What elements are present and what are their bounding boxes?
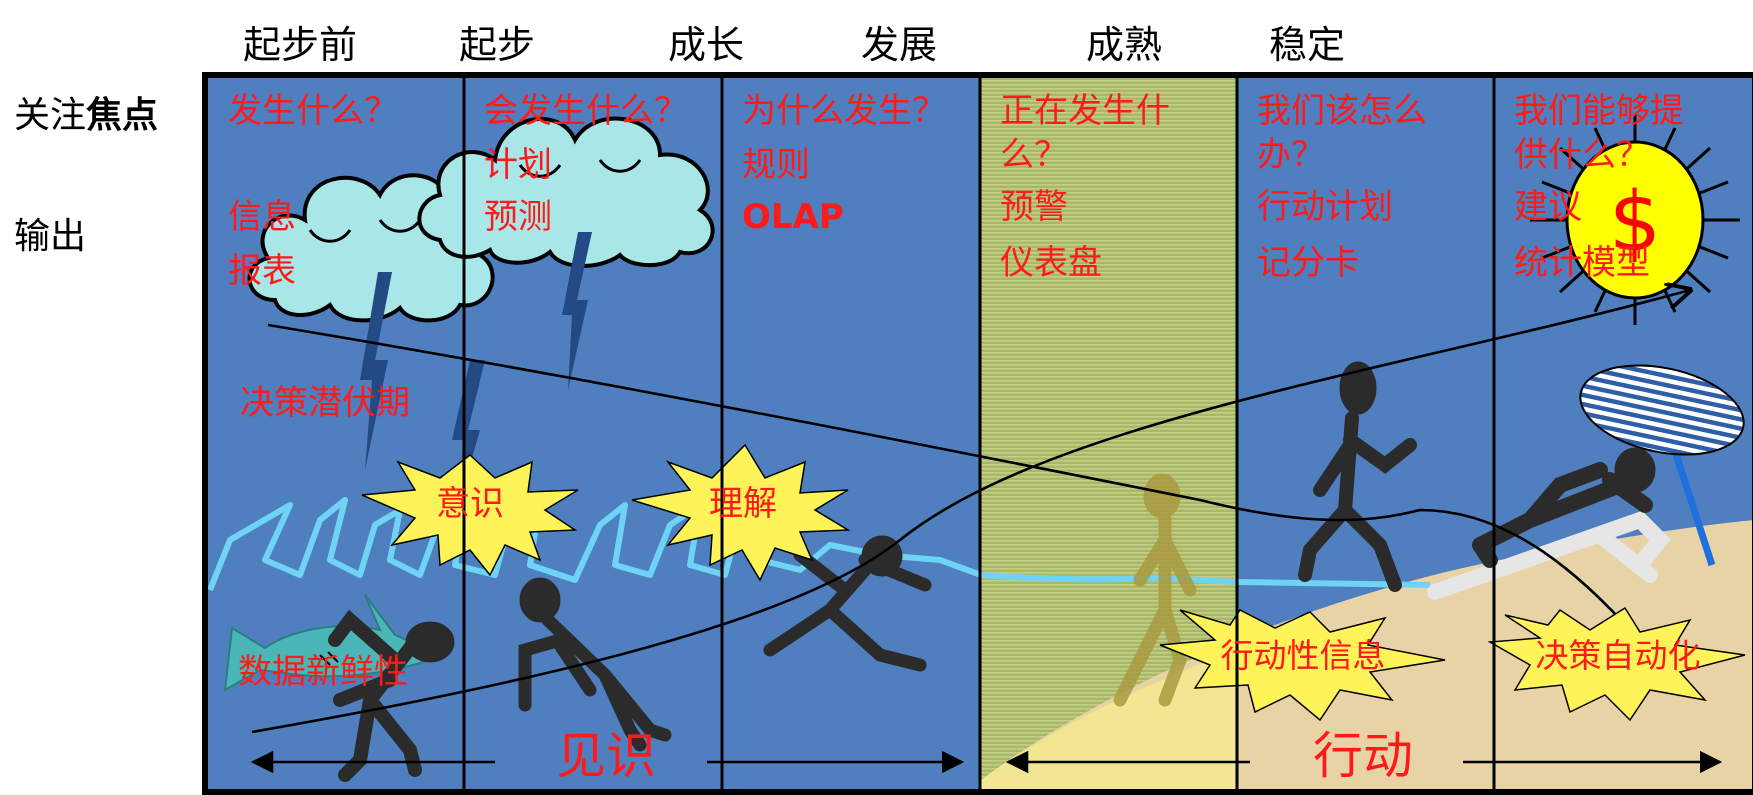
col4-output-2: 仪表盘 bbox=[1000, 243, 1102, 283]
col3-output-1: 规则 bbox=[742, 145, 810, 185]
col6-output-2: 统计模型 bbox=[1514, 243, 1650, 283]
panel-border bbox=[202, 72, 1753, 795]
stage-label-launch: 起步 bbox=[459, 23, 536, 67]
col2-output-1: 计划 bbox=[484, 145, 552, 185]
column-dividers bbox=[462, 77, 1496, 790]
label-data-freshness: 数据新鲜性 bbox=[238, 652, 408, 692]
label-actionable-info: 行动性信息 bbox=[1221, 636, 1386, 675]
label-action: 行动 bbox=[1313, 727, 1413, 785]
col3-output-2: OLAP bbox=[742, 197, 844, 237]
col4-question-line1: 正在发生什 bbox=[1000, 91, 1170, 131]
label-decision-automation: 决策自动化 bbox=[1536, 636, 1701, 675]
col2-output-2: 预测 bbox=[484, 197, 552, 237]
relaxing-figure bbox=[1472, 447, 1656, 568]
column-texts: 发生什么？ 信息 报表 会发生什么？ 计划 预测 为什么发生？ 规则 OLAP … bbox=[228, 91, 1684, 291]
col5-output-1: 行动计划 bbox=[1257, 187, 1393, 227]
col4-output-1: 预警 bbox=[1000, 187, 1068, 227]
dollar-sign: $ bbox=[1609, 175, 1661, 270]
drowning-figure bbox=[328, 609, 455, 782]
col5-output-2: 记分卡 bbox=[1257, 243, 1359, 283]
lightning-bolt-3 bbox=[562, 232, 592, 390]
row-label-focus-bold: 焦点 bbox=[86, 95, 159, 136]
burst-actionable-info bbox=[1159, 609, 1446, 722]
stage-label-growth: 成长 bbox=[668, 23, 745, 67]
label-decision-latency: 决策潜伏期 bbox=[240, 383, 410, 423]
col4-question-line2: 么？ bbox=[1000, 135, 1068, 175]
col1-question: 发生什么？ bbox=[228, 91, 398, 131]
lightning-bolt-1 bbox=[360, 272, 392, 470]
burst-understanding bbox=[631, 443, 851, 582]
value-growth-curve bbox=[251, 290, 1690, 734]
burst-awareness bbox=[361, 454, 579, 577]
walking-figure bbox=[1298, 361, 1417, 592]
row-label-focus-prefix: 关注 bbox=[14, 95, 87, 136]
col6-output-1: 建议 bbox=[1514, 187, 1582, 227]
sun-figure: $ bbox=[1530, 115, 1740, 325]
label-awareness: 意识 bbox=[436, 484, 504, 524]
label-understanding: 理解 bbox=[709, 484, 777, 524]
label-insight: 见识 bbox=[556, 727, 656, 785]
wave-line bbox=[207, 497, 1431, 592]
annotation-texts: 决策潜伏期 意识 理解 行动性信息 决策自动化 数据新鲜性 见识 行动 bbox=[238, 383, 1701, 785]
decision-latency-curve bbox=[267, 323, 1680, 690]
col6-question-line1: 我们能够提 bbox=[1514, 91, 1684, 131]
col5-question-line1: 我们该怎么 bbox=[1257, 91, 1427, 131]
row-label-focus: 关注焦点 bbox=[14, 86, 158, 138]
burst-automation bbox=[1487, 606, 1746, 722]
beach-umbrella bbox=[1427, 364, 1745, 600]
col3-question: 为什么发生？ bbox=[742, 91, 946, 131]
stage-label-maturity: 成熟 bbox=[1086, 23, 1163, 67]
col6-question-line2: 供什么？ bbox=[1514, 135, 1650, 175]
col2-question: 会发生什么？ bbox=[484, 91, 688, 131]
stage-label-prelaunch: 起步前 bbox=[243, 23, 358, 67]
col1-output-1: 信息 bbox=[228, 197, 296, 237]
stage-label-development: 发展 bbox=[861, 23, 938, 67]
storm-cloud-right bbox=[417, 116, 715, 268]
col1-output-2: 报表 bbox=[228, 251, 296, 291]
col5-question-line2: 办？ bbox=[1257, 135, 1325, 175]
lightning-bolt-2 bbox=[452, 360, 485, 500]
stage-label-stability: 稳定 bbox=[1269, 23, 1346, 67]
row-label-output: 输出 bbox=[14, 216, 87, 257]
